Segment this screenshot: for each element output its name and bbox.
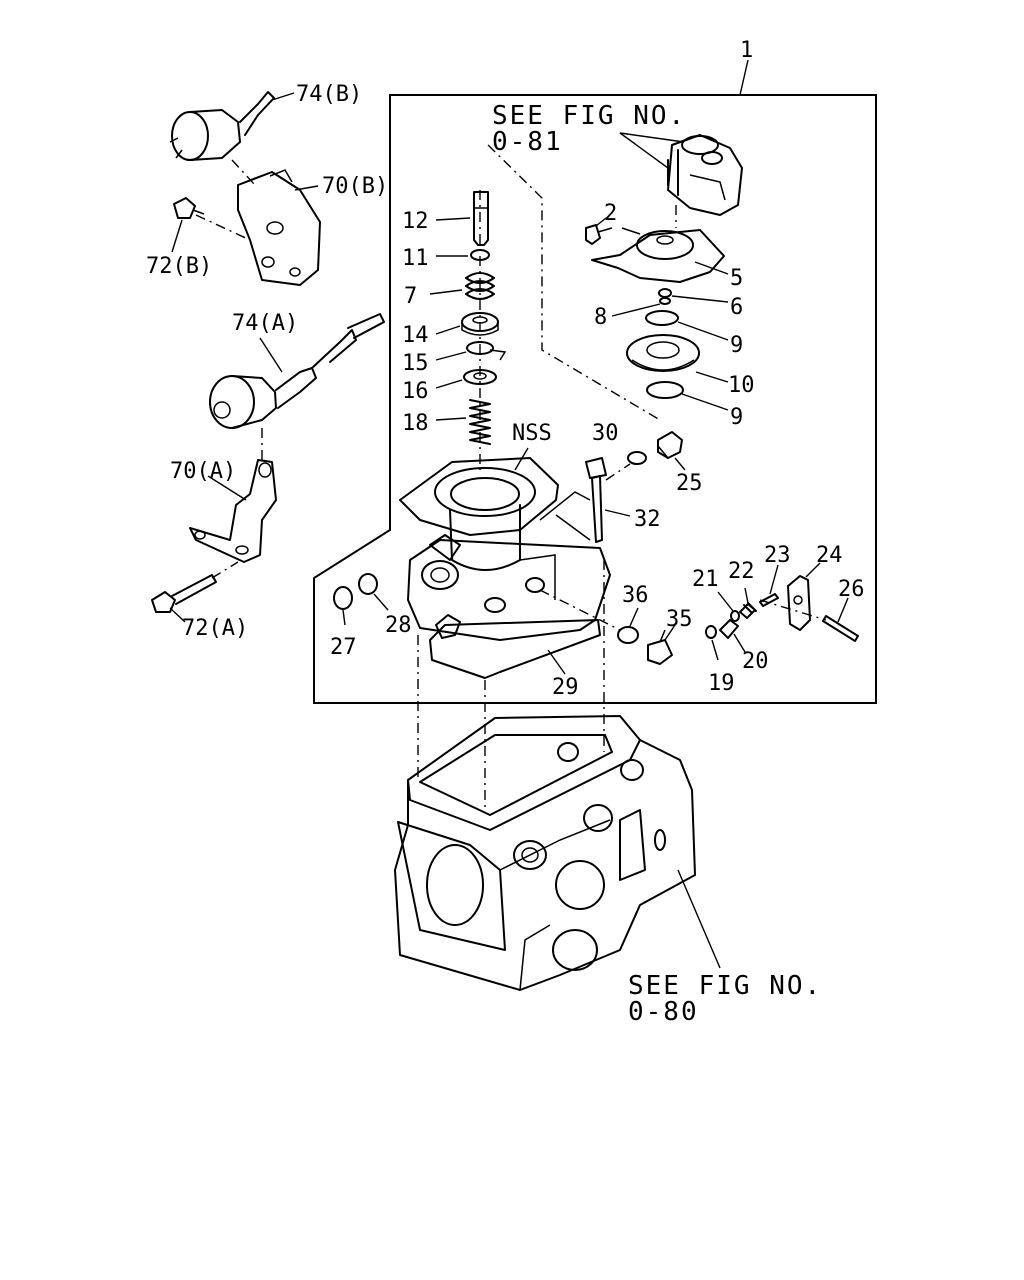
callout-15: 15 <box>402 351 429 376</box>
gasket-29 <box>429 619 601 679</box>
callout-6: 6 <box>730 295 743 320</box>
callout-74a: 74(A) <box>232 311 298 336</box>
callout-22: 22 <box>728 559 755 584</box>
callout-14: 14 <box>402 323 429 348</box>
bolt-35 <box>647 629 673 665</box>
governor-cover-subassembly <box>667 134 743 228</box>
seal-28 <box>358 573 378 595</box>
callout-28: 28 <box>385 613 412 638</box>
nut-6 <box>658 288 672 298</box>
gear-14 <box>461 312 499 336</box>
callout-24: 24 <box>816 543 843 568</box>
lever-24 <box>787 575 811 631</box>
callout-19: 19 <box>708 671 735 696</box>
callout-32: 32 <box>634 507 661 532</box>
shaft-26 <box>822 615 859 642</box>
ring-11 <box>470 249 490 261</box>
callout-20: 20 <box>742 649 769 674</box>
callout-10: 10 <box>728 373 755 398</box>
callout-1: 1 <box>740 38 753 63</box>
callout-16: 16 <box>402 379 429 404</box>
plate-9-upper <box>645 310 679 326</box>
callout-36: 36 <box>622 583 649 608</box>
callout-72b: 72(B) <box>146 254 212 279</box>
callout-26: 26 <box>838 577 865 602</box>
callout-12: 12 <box>402 209 429 234</box>
ref-arrows-top <box>619 132 685 169</box>
washer-30 <box>627 451 647 465</box>
callout-70a: 70(A) <box>170 459 236 484</box>
callout-27: 27 <box>330 635 357 660</box>
actuator-74a <box>209 313 385 429</box>
bolt-72a <box>151 574 217 613</box>
plug-27 <box>333 586 353 610</box>
callout-74b: 74(B) <box>296 82 362 107</box>
bolt-72b <box>173 197 205 219</box>
callout-25: 25 <box>676 471 703 496</box>
bracket-70a <box>189 459 277 563</box>
washer-21 <box>730 610 740 622</box>
callout-21: 21 <box>692 567 719 592</box>
callout-2: 2 <box>604 201 617 226</box>
plug-25 <box>657 431 683 459</box>
callout-11: 11 <box>402 246 429 271</box>
washer-8 <box>659 297 671 305</box>
actuator-74b <box>169 91 275 161</box>
screw-2 <box>585 224 613 245</box>
callout-9b: 9 <box>730 405 743 430</box>
callout-labels: 1 2 5 6 7 8 9 9 10 11 12 14 15 16 18 19 … <box>146 38 865 700</box>
leader-1 <box>739 59 749 96</box>
ref-top-line1: SEE FIG NO. <box>492 101 686 131</box>
ref-bottom-line2: 0-80 <box>628 997 699 1027</box>
spring-22 <box>739 602 757 619</box>
spring-7 <box>465 272 495 300</box>
sleeve-15 <box>466 341 507 361</box>
governor-housing <box>399 457 611 641</box>
washer-16 <box>463 369 497 385</box>
centerline-top <box>487 144 661 421</box>
bracket-70b <box>237 169 321 286</box>
ref-bottom-line1: SEE FIG NO. <box>628 971 822 1001</box>
bolt-32 <box>585 457 607 543</box>
callout-30: 30 <box>592 421 619 446</box>
callout-72a: 72(A) <box>182 616 248 641</box>
leader-5 <box>694 261 729 275</box>
diaphragm-10 <box>626 334 700 372</box>
callout-18: 18 <box>402 411 429 436</box>
diaphragm-cover-5 <box>591 227 725 283</box>
callout-35: 35 <box>666 607 693 632</box>
pump-body <box>394 715 696 991</box>
spring-18 <box>469 399 491 445</box>
washer-36 <box>617 626 639 644</box>
assembly-boundary <box>313 94 877 704</box>
leader-2 <box>595 217 607 227</box>
plate-9-lower <box>646 381 684 399</box>
callout-8: 8 <box>594 305 607 330</box>
callout-7: 7 <box>404 284 417 309</box>
ref-top-line2: 0-81 <box>492 127 563 157</box>
pin-20 <box>719 619 739 639</box>
figure-references: SEE FIG NO. 0-81 SEE FIG NO. 0-80 <box>492 101 822 1027</box>
callout-29: 29 <box>552 675 579 700</box>
callout-9a: 9 <box>730 333 743 358</box>
callout-70b: 70(B) <box>322 174 388 199</box>
callout-5: 5 <box>730 266 743 291</box>
callout-23: 23 <box>764 543 791 568</box>
ring-19 <box>705 625 717 639</box>
pin-23 <box>759 593 779 607</box>
callout-nss: NSS <box>512 421 552 446</box>
shaft-12 <box>473 191 489 246</box>
